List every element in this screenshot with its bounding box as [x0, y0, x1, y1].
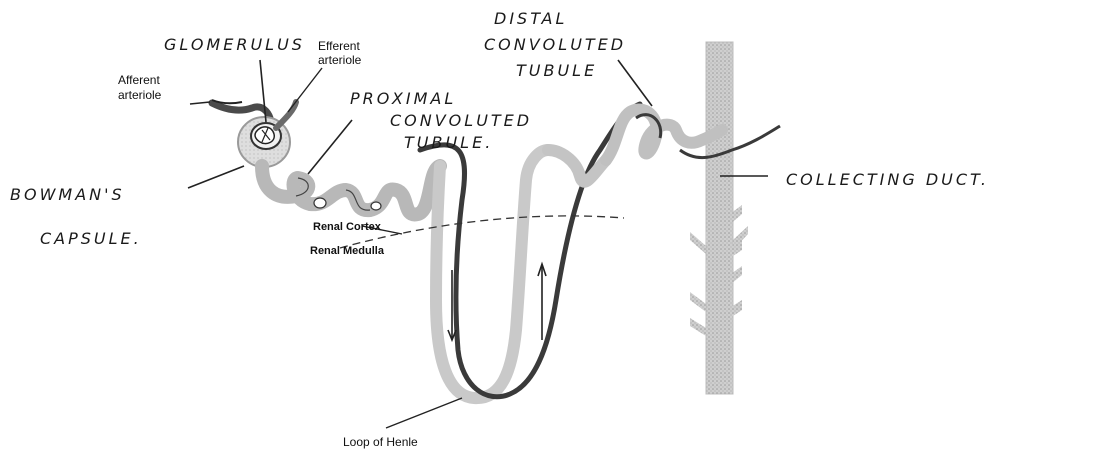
distal-convoluted-tubule: [606, 109, 780, 160]
renal-medulla-label: Renal Medulla: [310, 245, 385, 257]
afferent-arteriole-leader-line: [190, 102, 210, 104]
efferent-arteriole-label-line2: arteriole: [318, 53, 362, 67]
collecting-duct: [690, 42, 748, 394]
proximal-tubule-leader-line: [308, 120, 352, 174]
efferent-arteriole-leader-line: [288, 68, 322, 112]
distal-tubule-label-line1: DISTAL: [494, 9, 567, 28]
proximal-tubule-label-line1: PROXIMAL: [350, 89, 456, 108]
glomerulus-label: GLOMERULUS: [164, 35, 305, 54]
distal-tubule-label-line3: TUBULE: [516, 61, 597, 80]
bowmans-capsule-label-line2: CAPSULE.: [40, 229, 142, 248]
distal-tubule-leader-line: [618, 60, 652, 106]
proximal-convoluted-tubule: [262, 166, 440, 214]
efferent-arteriole-label-line1: Efferent: [318, 39, 360, 53]
loop-of-henle-leader-line: [386, 398, 462, 428]
renal-cortex-label: Renal Cortex: [313, 221, 382, 233]
distal-tubule-label-line2: CONVOLUTED: [484, 35, 626, 54]
proximal-tubule-label-line2: CONVOLUTED: [390, 111, 532, 130]
afferent-arteriole-label-line1: Afferent: [118, 73, 160, 87]
collecting-duct-label: COLLECTING DUCT.: [786, 170, 989, 189]
afferent-arteriole-label-line2: arteriole: [118, 88, 162, 102]
afferent-arteriole: [212, 100, 270, 118]
proximal-tubule-label-line3: TUBULE.: [404, 133, 493, 152]
bowmans-capsule-label-line1: BOWMAN'S: [10, 185, 125, 204]
bowmans-capsule-leader-line: [188, 166, 244, 188]
loop-of-henle-label: Loop of Henle: [343, 435, 418, 449]
cortex-medulla-boundary: [340, 216, 624, 248]
